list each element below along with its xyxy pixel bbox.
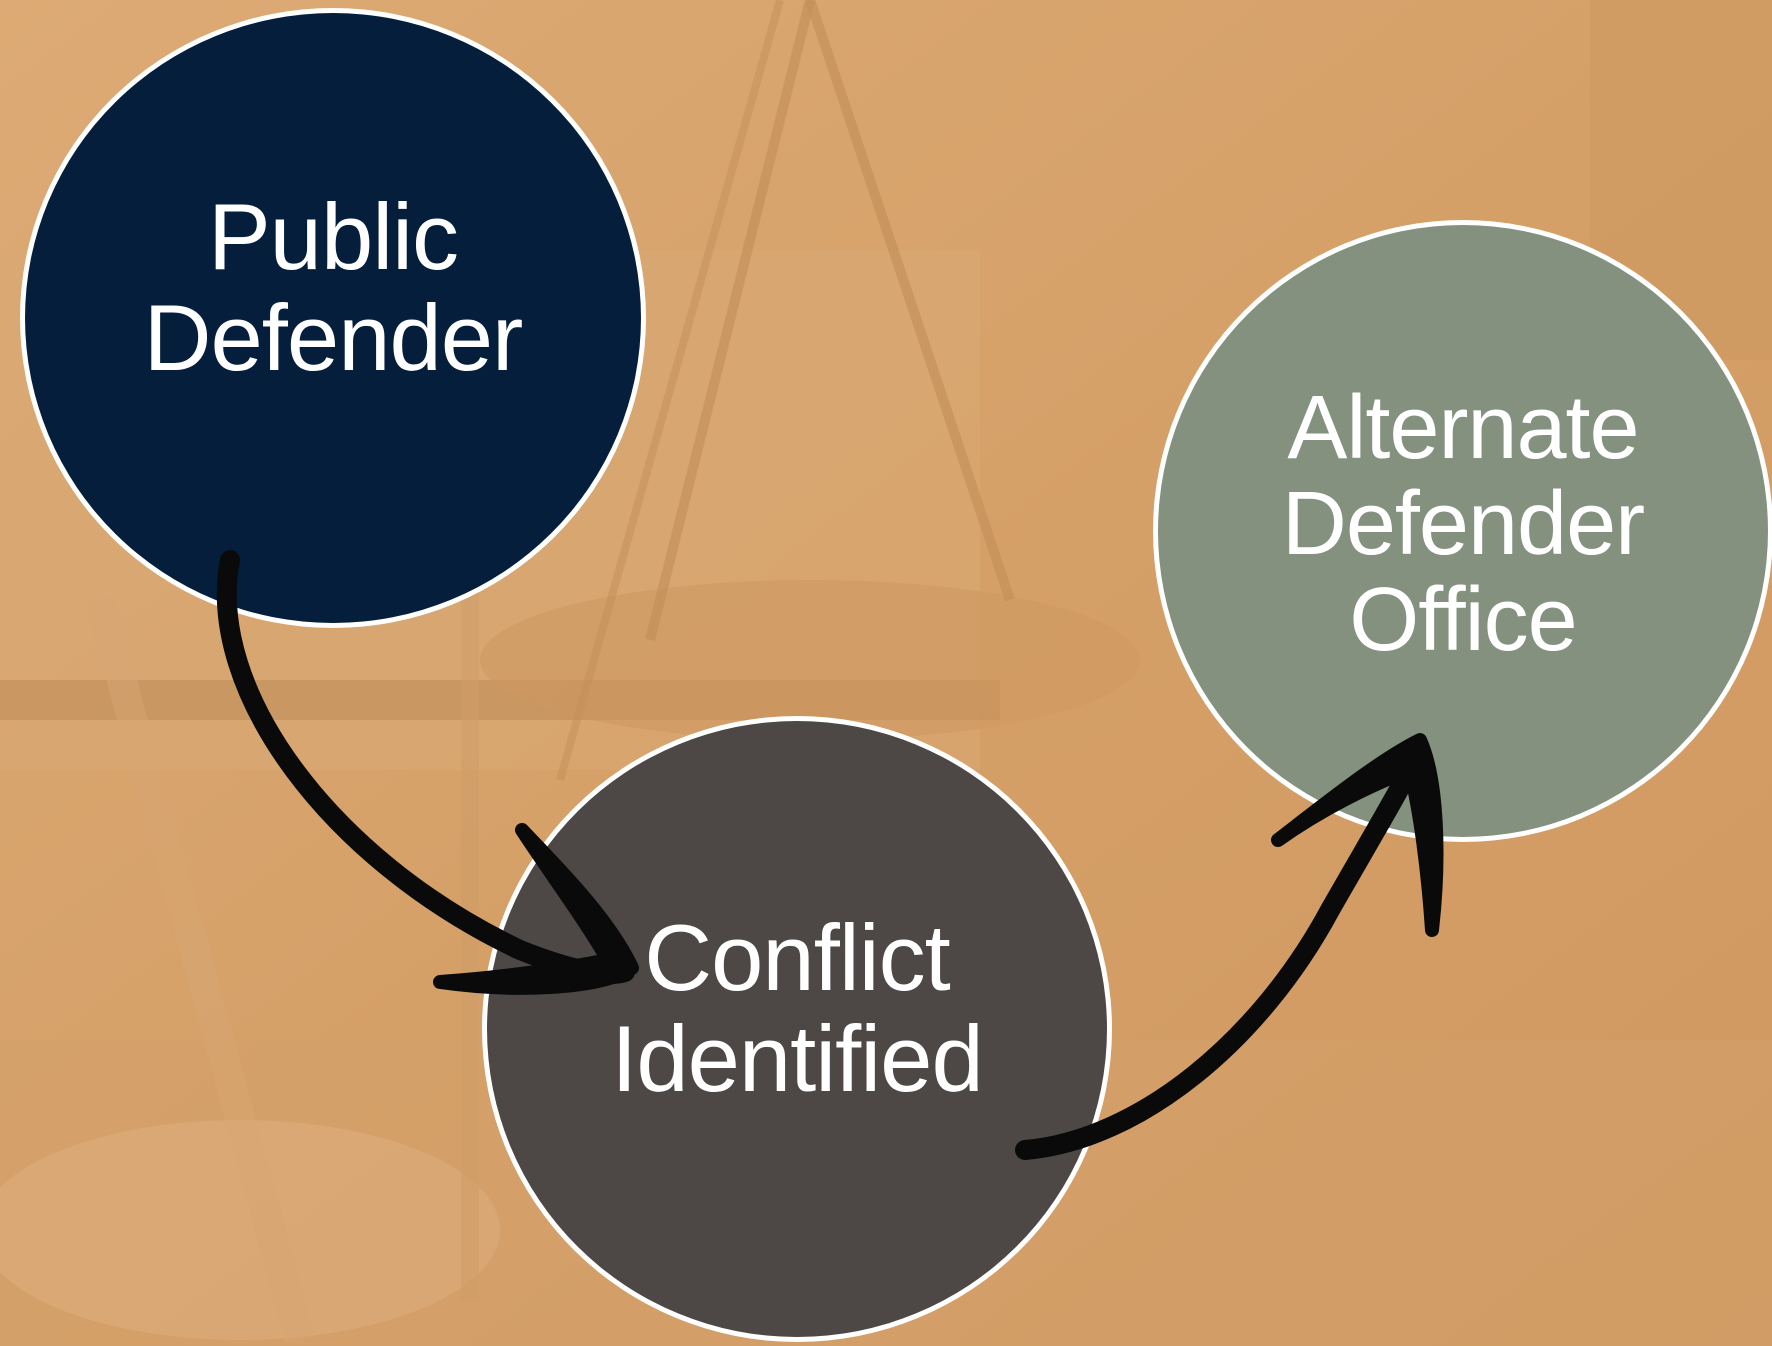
conflict-identified-line1: Conflict bbox=[644, 905, 950, 1011]
public-defender-line1: Public bbox=[207, 184, 459, 290]
conflict-identified-node: Conflict Identified bbox=[482, 716, 1112, 1342]
alternate-defender-office-label: Alternate Defender Office bbox=[1281, 377, 1645, 671]
alternate-defender-line3: Office bbox=[1349, 570, 1577, 671]
public-defender-label: Public Defender bbox=[143, 184, 524, 390]
conflict-identified-label: Conflict Identified bbox=[611, 905, 984, 1111]
public-defender-line2: Defender bbox=[143, 285, 524, 390]
alternate-defender-office-node: Alternate Defender Office bbox=[1153, 220, 1772, 842]
public-defender-node: Public Defender bbox=[20, 8, 646, 628]
alternate-defender-line2: Defender bbox=[1281, 473, 1645, 574]
conflict-identified-line2: Identified bbox=[611, 1006, 984, 1111]
alternate-defender-line1: Alternate bbox=[1287, 377, 1639, 478]
